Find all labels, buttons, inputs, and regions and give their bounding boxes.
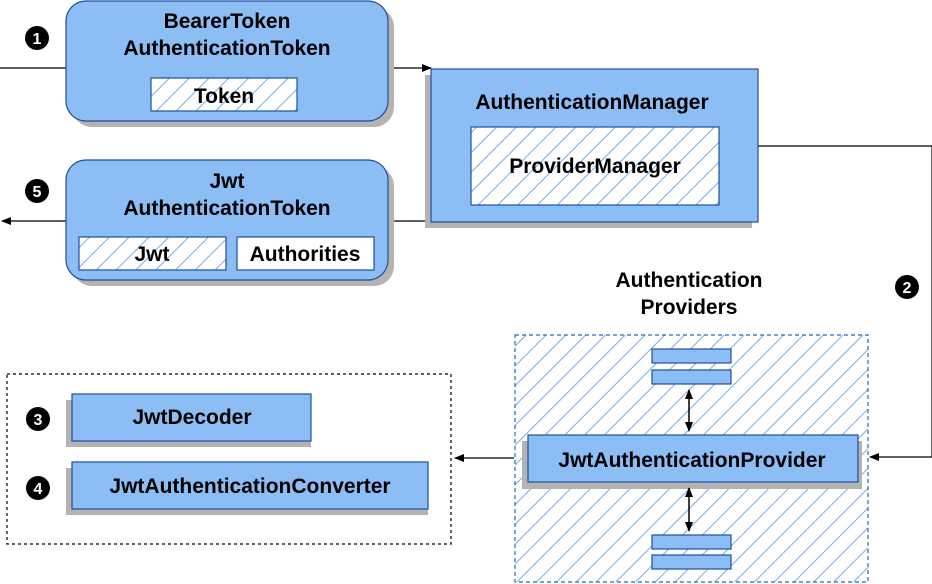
manager-to-provider-arrow bbox=[758, 145, 932, 461]
step-badges: 1 5 2 3 4 bbox=[25, 26, 919, 500]
step-3-badge: 3 bbox=[26, 407, 50, 431]
bearer-token-title-line2: AuthenticationToken bbox=[123, 37, 330, 60]
step-4-number: 4 bbox=[34, 481, 43, 498]
provider-stub-bottom-1 bbox=[651, 534, 732, 550]
jwt-label: Jwt bbox=[134, 243, 169, 266]
authentication-providers-group: Authentication Providers JwtAuthenticati… bbox=[514, 269, 869, 583]
providers-title-line1: Authentication bbox=[616, 269, 763, 292]
token-box bbox=[150, 77, 298, 112]
bearer-token-box: BearerToken AuthenticationToken Token bbox=[65, 0, 394, 127]
components-container bbox=[6, 373, 452, 545]
jwt-authentication-token-box: Jwt AuthenticationToken Jwt Authorities bbox=[65, 159, 394, 286]
step-2-number: 2 bbox=[903, 280, 912, 297]
provider-manager-box bbox=[470, 126, 720, 206]
step-2-badge: 2 bbox=[895, 275, 919, 299]
step-3-number: 3 bbox=[34, 412, 43, 429]
connectors bbox=[0, 64, 932, 462]
provider-stub-top-1 bbox=[651, 348, 732, 364]
jwt-authentication-converter-box bbox=[71, 461, 429, 510]
authentication-manager-box: AuthenticationManager ProviderManager bbox=[425, 68, 759, 228]
provider-manager-label: ProviderManager bbox=[509, 155, 681, 178]
jwt-authentication-converter-label: JwtAuthenticationConverter bbox=[109, 475, 390, 498]
provider-stub-top-2 bbox=[651, 369, 732, 385]
jwt-token-title-line2: AuthenticationToken bbox=[123, 197, 330, 220]
step-4-badge: 4 bbox=[26, 476, 50, 500]
authentication-manager-title: AuthenticationManager bbox=[475, 91, 708, 114]
authorities-label: Authorities bbox=[250, 243, 361, 266]
step-5-badge: 5 bbox=[25, 179, 49, 203]
jwt-decoder-box bbox=[71, 393, 312, 442]
jwt-token-title-line1: Jwt bbox=[209, 170, 244, 193]
jwt-authentication-provider-label: JwtAuthenticationProvider bbox=[558, 449, 825, 472]
jwt-box bbox=[78, 236, 227, 271]
bearer-token-title-line1: BearerToken bbox=[164, 10, 291, 33]
authorities-box bbox=[236, 236, 375, 271]
jwt-components-group: JwtDecoder JwtAuthenticationConverter bbox=[6, 373, 452, 545]
providers-title-line2: Providers bbox=[641, 296, 738, 319]
jwt-decoder-label: JwtDecoder bbox=[132, 406, 251, 429]
token-label: Token bbox=[194, 85, 254, 108]
provider-stub-bottom-2 bbox=[651, 554, 732, 570]
jwt-authentication-provider-box bbox=[527, 434, 859, 483]
step-5-number: 5 bbox=[33, 184, 42, 201]
step-1-badge: 1 bbox=[25, 26, 49, 50]
step-1-number: 1 bbox=[33, 31, 42, 48]
